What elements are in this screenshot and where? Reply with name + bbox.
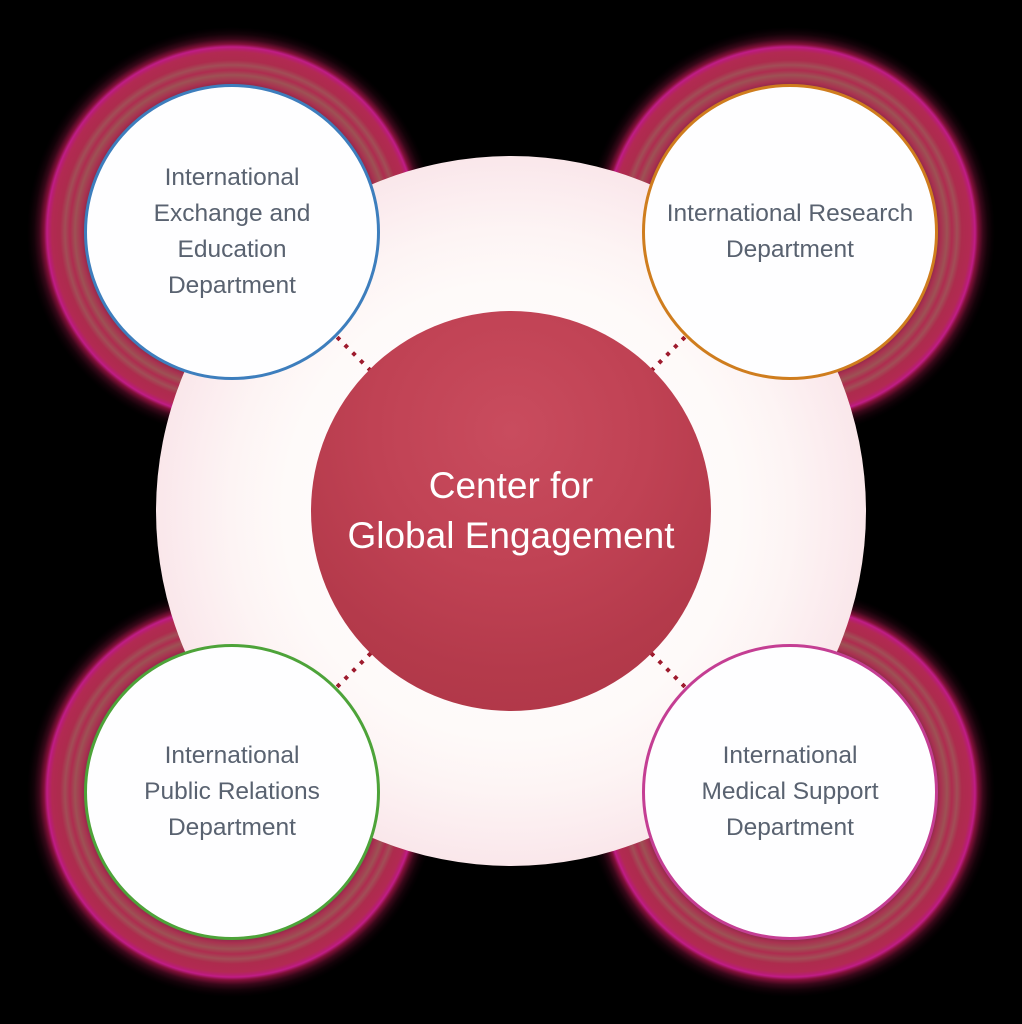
department-circle-research: International Research Department bbox=[642, 84, 938, 380]
department-circle-medical-support: International Medical Support Department bbox=[642, 644, 938, 940]
department-label: International Medical Support Department bbox=[701, 742, 879, 841]
department-circle-exchange-education: International Exchange and Education Dep… bbox=[84, 84, 380, 380]
center-circle-label: Center for Global Engagement bbox=[347, 465, 675, 556]
department-label: International Public Relations Departmen… bbox=[144, 742, 320, 841]
department-circle-public-relations: International Public Relations Departmen… bbox=[84, 644, 380, 940]
department-label: International Exchange and Education Dep… bbox=[153, 164, 311, 299]
center-circle: Center for Global Engagement bbox=[311, 311, 711, 711]
department-label: International Research Department bbox=[666, 200, 914, 263]
